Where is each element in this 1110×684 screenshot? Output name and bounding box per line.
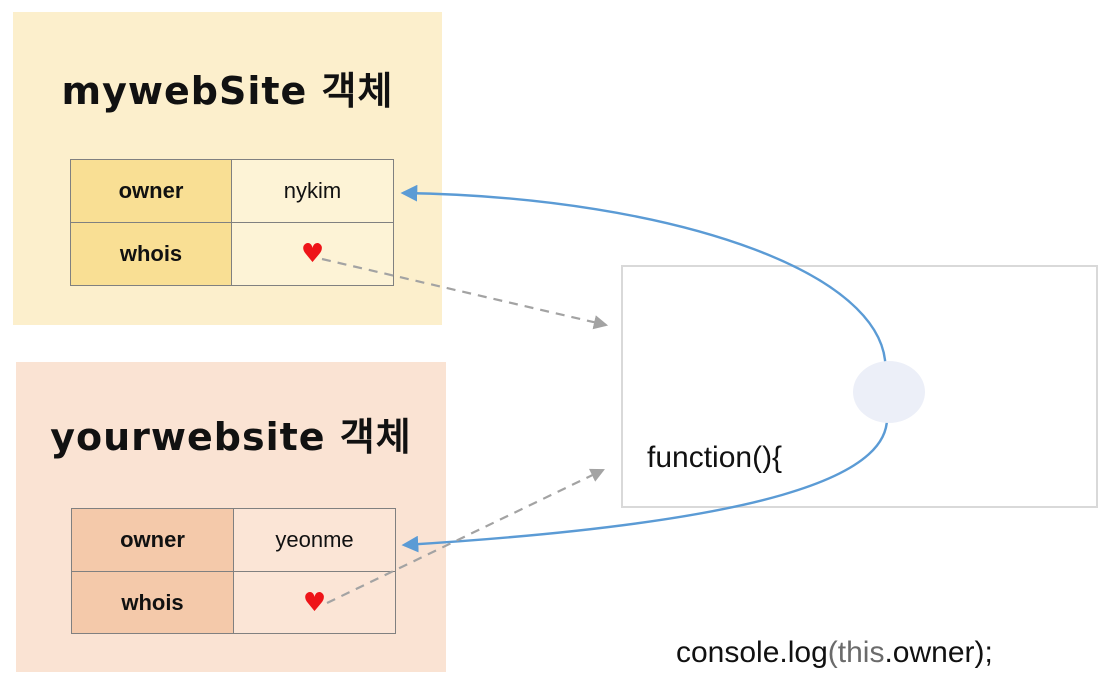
code-text: function(){ console.log(this.owner); } bbox=[647, 295, 993, 684]
yourwebsite-box: yourwebsite 객체 owner yeonme whois ♥ bbox=[16, 362, 446, 672]
code-line-1: function(){ bbox=[647, 441, 783, 474]
whois-key-cell: whois bbox=[71, 223, 232, 285]
heart-icon: ♥ bbox=[302, 587, 327, 618]
owner-value-cell: nykim bbox=[232, 160, 393, 223]
code-line-2: console.log(this.owner); bbox=[647, 620, 993, 684]
owner-value-cell: yeonme bbox=[234, 509, 395, 572]
mywebsite-title: mywebSite 객체 bbox=[61, 69, 394, 113]
this-keyword: (this bbox=[827, 636, 885, 669]
heart-icon: ♥ bbox=[300, 239, 325, 269]
code-console-log: console.log bbox=[676, 636, 828, 669]
whois-key-cell: whois bbox=[72, 572, 234, 633]
whois-value-cell: ♥ bbox=[234, 572, 395, 633]
code-owner-suffix: .owner); bbox=[884, 636, 993, 669]
owner-key-cell: owner bbox=[71, 160, 232, 223]
yourwebsite-table: owner yeonme whois ♥ bbox=[71, 508, 396, 634]
owner-key-cell: owner bbox=[72, 509, 234, 572]
mywebsite-table: owner nykim whois ♥ bbox=[70, 159, 394, 286]
yourwebsite-title: yourwebsite 객체 bbox=[50, 415, 412, 459]
whois-value-cell: ♥ bbox=[232, 223, 393, 285]
mywebsite-box: mywebSite 객체 owner nykim whois ♥ bbox=[13, 12, 442, 325]
